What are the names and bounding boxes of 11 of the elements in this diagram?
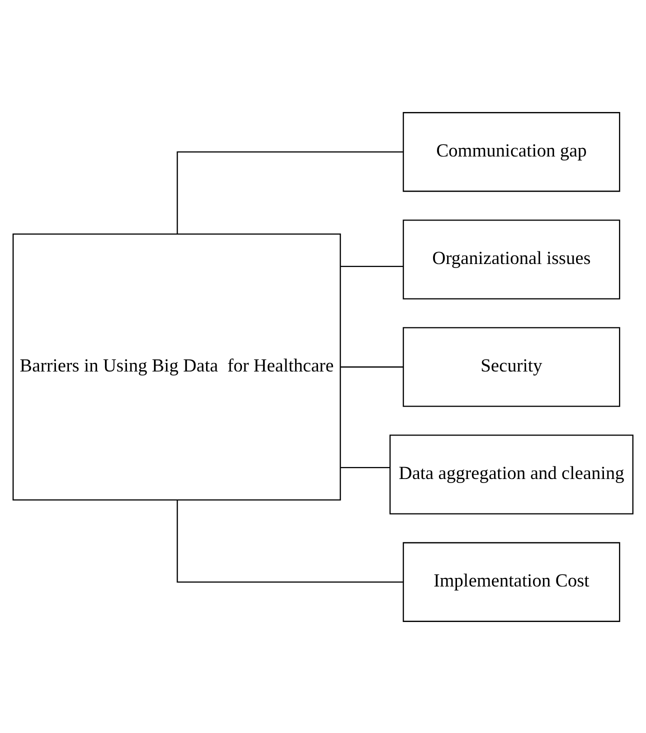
connector [176,150,403,234]
connector [340,265,404,266]
connector [340,466,390,468]
node-box: Barriers in Using Big Data for Healthcare [12,232,341,500]
connector [340,366,404,368]
node-box: Security [402,326,620,406]
node-box: Organizational issues [402,219,620,299]
node-box: Implementation Cost [402,542,620,622]
node-box: Communication gap [402,112,620,192]
node-box: Data aggregation and cleaning [389,434,634,514]
connector [176,500,403,582]
